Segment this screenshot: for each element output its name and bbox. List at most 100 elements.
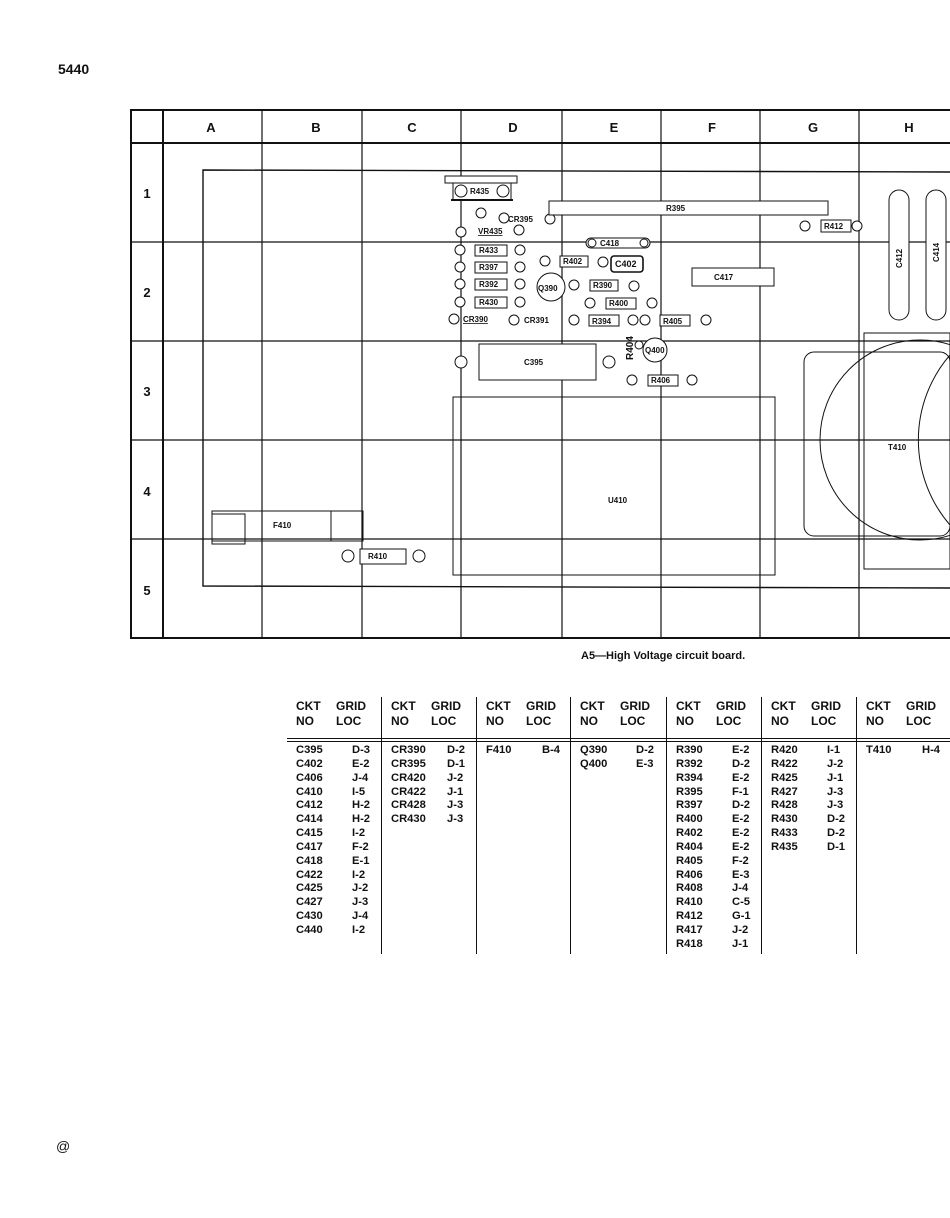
c418-body [585,237,651,249]
grid-loc: J-1 [447,785,464,798]
header-rule [382,741,476,742]
header-text: GRID [526,699,556,713]
grid-loc: I-2 [352,827,366,840]
ckt-no: R418 [676,937,703,950]
grid-row-label: 3 [143,384,150,399]
header-text: NO [866,714,884,728]
label-r430: R430 [479,298,499,307]
figure-caption: A5—High Voltage circuit board. [581,650,746,662]
header-rule [477,738,570,739]
ckt-no: R404 [676,840,703,853]
grid-loc: E-2 [732,771,750,784]
header-rule [667,738,761,739]
grid-loc: E-3 [732,868,750,881]
ckt-no: R392 [676,757,703,770]
ckt-no: Q390 [580,744,608,756]
grid-loc: E-2 [352,757,370,770]
grid-loc: J-3 [827,785,844,798]
header-text: NO [771,714,789,728]
ckt-no: CR428 [391,799,426,812]
grid-loc: D-2 [732,799,751,812]
grid-row-label: 4 [143,484,151,499]
grid-frame [130,109,950,639]
header-text: LOC [336,714,362,728]
ckt-no: R400 [676,813,703,826]
label-c412: C412 [895,248,904,268]
table-row: R397 D-2 [676,799,756,813]
label-r405: R405 [663,317,683,326]
header-rule [571,741,666,742]
grid-loc: J-1 [732,937,749,950]
ckt-no: C415 [296,827,323,840]
header-text: LOC [431,714,457,728]
label-r435: R435 [470,187,490,196]
ckt-no: T410 [866,744,892,756]
label-r400: R400 [609,299,629,308]
grid-loc: J-3 [827,799,844,812]
header-text: LOC [716,714,742,728]
ckt-no: R397 [676,799,703,812]
label-u410: U410 [608,496,628,505]
header-rule [382,738,476,739]
grid-loc: J-2 [732,923,749,936]
ckt-no: C414 [296,813,323,826]
label-c414: C414 [932,242,941,262]
ckt-no: CR430 [391,813,426,826]
header-rule [857,738,950,739]
label-t410: T410 [888,443,907,452]
u410-body [452,396,776,576]
ckt-no: R395 [676,785,703,798]
label-r410: R410 [368,552,388,561]
grid-loc: G-1 [732,910,751,923]
header-rule [762,741,856,742]
grid-col-label: E [610,120,619,135]
header-text: CKT [486,699,511,713]
grid-loc: I-2 [352,923,366,936]
c402-body [610,255,644,273]
grid-loc: I-5 [352,785,366,798]
grid-loc: E-2 [732,840,750,853]
r410-body [359,548,407,565]
grid-loc: J-1 [827,771,844,784]
grid-loc: E-1 [352,854,370,867]
grid-loc: D-2 [636,744,655,756]
label-r397: R397 [479,263,499,272]
grid-loc: H-2 [352,813,371,826]
q390-body [536,272,566,302]
ckt-no: C430 [296,910,323,923]
header-text: GRID [811,699,841,713]
label-vr435: VR435 [478,227,503,236]
ckt-no: R420 [771,744,798,756]
header-text: CKT [391,699,416,713]
c417-body [691,267,775,287]
ckt-no: C410 [296,785,323,798]
ckt-no: R412 [676,910,703,923]
label-c402: C402 [615,259,637,269]
header-text: CKT [296,699,321,713]
grid-loc: E-2 [732,813,750,826]
label-c417: C417 [714,273,734,282]
grid-loc: E-2 [732,827,750,840]
c412-body [888,189,910,321]
